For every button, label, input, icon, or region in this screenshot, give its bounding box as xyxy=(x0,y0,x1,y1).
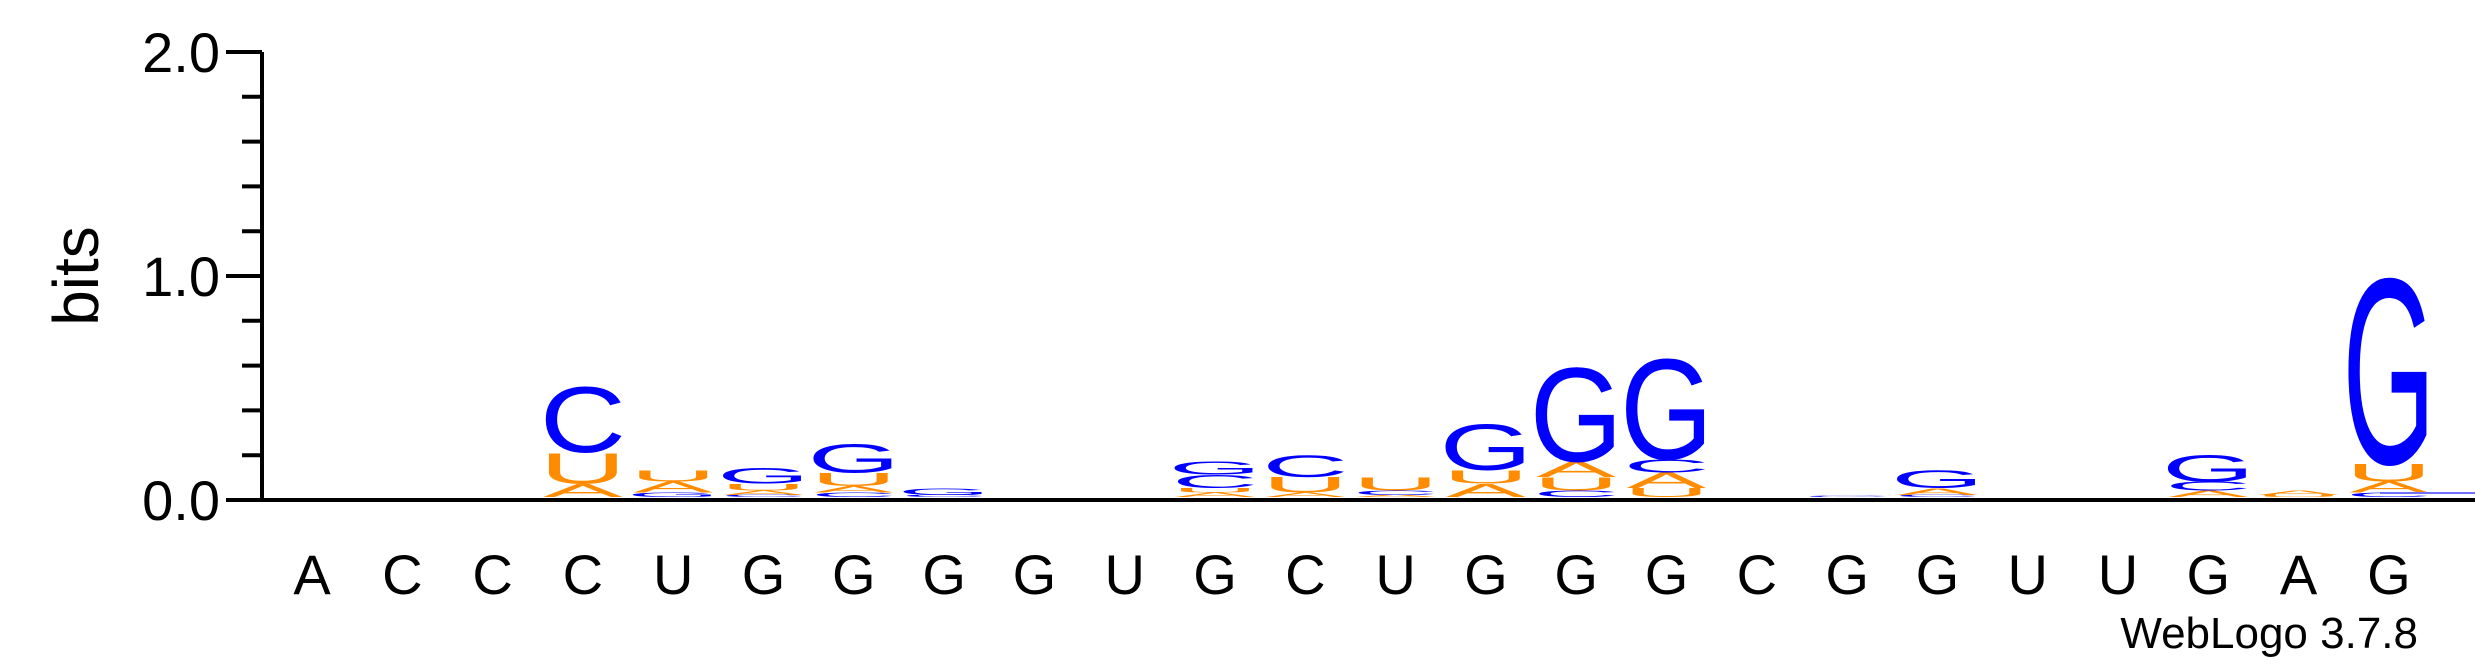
logo-letter-C: C xyxy=(1352,489,1438,496)
logo-letter-G: G xyxy=(1891,466,1984,494)
logo-letter-A: A xyxy=(2168,488,2248,499)
logo-letter-C: C xyxy=(1804,496,1890,498)
logo-letter-U: U xyxy=(1443,467,1529,488)
x-tick-label: U xyxy=(653,543,693,606)
logo-letter-C: C xyxy=(1623,456,1709,477)
logo-letter-G: G xyxy=(2342,222,2435,520)
logo-letter-U: U xyxy=(1533,474,1619,495)
logo-letter-C: C xyxy=(2346,491,2432,498)
logo-letter-G: G xyxy=(717,464,810,488)
x-tick-label: G xyxy=(2187,543,2231,606)
x-tick-label: G xyxy=(1825,543,1869,606)
y-axis: 0.0 1.0 2.0 xyxy=(142,21,264,532)
x-tick-label: A xyxy=(293,543,331,606)
x-tick-label: G xyxy=(1464,543,1508,606)
logo-letter-G: G xyxy=(1530,340,1623,490)
logo-letter-C: C xyxy=(1262,449,1348,484)
logo-letter-G: G xyxy=(1169,458,1262,479)
x-tick-label: U xyxy=(1375,543,1415,606)
logo-letter-C: C xyxy=(901,494,987,497)
logo-letter-C: C xyxy=(1172,471,1258,492)
logo-letter-U: U xyxy=(1352,474,1438,495)
x-tick-label: C xyxy=(1285,543,1325,606)
x-tick-label: A xyxy=(2280,543,2318,606)
logo-letter-G: G xyxy=(898,486,991,497)
logo-letter-U: U xyxy=(540,445,626,494)
logo-letter-C: C xyxy=(1533,488,1619,499)
x-tick-label: G xyxy=(832,543,876,606)
logo-letter-U: U xyxy=(720,482,806,493)
x-tick-label: G xyxy=(1554,543,1598,606)
logo-letter-U: U xyxy=(811,469,897,490)
logo-letter-C: C xyxy=(540,367,626,472)
x-tick-label: U xyxy=(2007,543,2047,606)
x-tick-label: C xyxy=(563,543,603,606)
logo-letter-A: A xyxy=(1446,480,1526,501)
logo-letter-C: C xyxy=(811,491,897,498)
x-tick-label: G xyxy=(1193,543,1237,606)
logo-letter-C: C xyxy=(720,494,806,497)
weblogo-credit: WebLogo 3.7.8 xyxy=(2120,609,2418,658)
x-tick-label: G xyxy=(1645,543,1689,606)
logo-letter-G: G xyxy=(2162,447,2255,489)
logo-letter-A: A xyxy=(1536,457,1617,481)
logo-letter-A: A xyxy=(1265,491,1345,498)
logo-letter-G: G xyxy=(1620,329,1713,490)
logo-letter-U: U xyxy=(1262,473,1348,497)
logo-letter-A: A xyxy=(814,484,894,495)
logo-letter-G: G xyxy=(627,491,720,498)
x-tick-label: G xyxy=(1013,543,1057,606)
logo-letter-C: C xyxy=(2165,479,2251,493)
logo-letter-A: A xyxy=(633,479,713,496)
x-tick-label: U xyxy=(1104,543,1144,606)
logo-letter-A: A xyxy=(1356,494,1437,497)
logo-letter-U: U xyxy=(1623,486,1709,500)
x-tick-label: G xyxy=(922,543,966,606)
x-tick-label: C xyxy=(472,543,512,606)
x-tick-label: G xyxy=(1916,543,1960,606)
x-tick-label: U xyxy=(2098,543,2138,606)
logo-letter-A: A xyxy=(724,489,804,496)
y-tick-label: 1.0 xyxy=(142,245,220,308)
logo-letter-U: U xyxy=(2346,459,2432,487)
logo-letter-G: G xyxy=(1439,412,1532,485)
logo-letter-A: A xyxy=(1175,491,1255,498)
logo-letter-U: U xyxy=(1172,487,1258,494)
x-tick-label: G xyxy=(742,543,786,606)
logo-letter-A: A xyxy=(1627,468,1708,492)
y-tick-label: 2.0 xyxy=(142,21,220,84)
y-tick-label: 0.0 xyxy=(142,469,220,532)
logo-letter-A: A xyxy=(1898,486,1978,497)
logo-letter-A: A xyxy=(2259,489,2339,496)
x-tick-label: G xyxy=(2367,543,2411,606)
logo-letter-G: G xyxy=(807,435,900,481)
y-axis-title: bits xyxy=(40,226,112,326)
logo-letter-U: U xyxy=(630,467,716,484)
logo-letter-A: A xyxy=(543,480,623,501)
logo-letter-C: C xyxy=(1894,494,1980,497)
logo-letter-A: A xyxy=(2349,479,2429,496)
x-tick-label: C xyxy=(1737,543,1777,606)
logo-letter-U: U xyxy=(2255,494,2341,497)
x-tick-label: C xyxy=(382,543,422,606)
